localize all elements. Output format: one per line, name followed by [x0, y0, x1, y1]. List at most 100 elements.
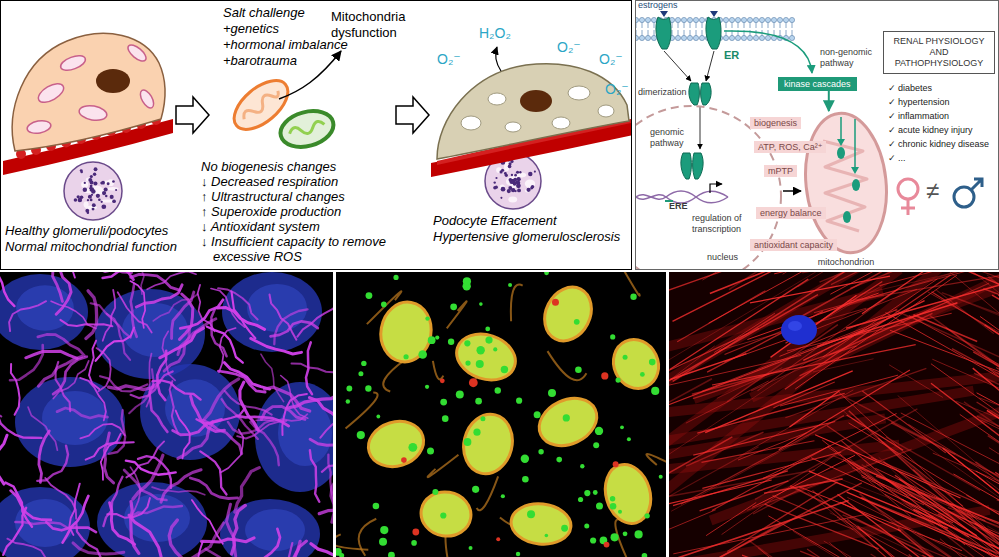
- podocyte-panel: Salt challenge+genetics+hormonal imbalan…: [0, 0, 632, 270]
- decoration: [849, 458, 999, 557]
- decoration: [207, 327, 243, 363]
- decoration: [98, 198, 101, 201]
- decoration: [774, 272, 882, 274]
- decoration: [931, 383, 999, 516]
- decoration: [783, 17, 788, 22]
- decoration: [547, 351, 586, 380]
- male-symbol: [954, 179, 982, 207]
- connector-arrow: [828, 91, 830, 111]
- receptor: [706, 17, 721, 49]
- decoration: [511, 174, 513, 176]
- decoration: [0, 435, 7, 484]
- decoration: [983, 289, 999, 357]
- decoration: [495, 177, 497, 179]
- decoration: [534, 171, 536, 173]
- decoration: [593, 490, 598, 495]
- decoration: [618, 272, 640, 296]
- decoration: [660, 295, 818, 386]
- decoration: [432, 489, 438, 495]
- decoration: [90, 187, 94, 191]
- decoration: [0, 272, 333, 557]
- decoration: [636, 35, 639, 40]
- decoration: [645, 35, 650, 40]
- decoration: [800, 551, 872, 557]
- decoration: [93, 181, 97, 185]
- decoration: [720, 524, 781, 557]
- decoration: [584, 523, 589, 528]
- decoration: [768, 516, 907, 557]
- decoration: [693, 421, 835, 455]
- decoration: [659, 475, 663, 479]
- decoration: [172, 292, 194, 338]
- decoration: [104, 433, 113, 483]
- glomerulus-section: [64, 162, 122, 220]
- decoration: [85, 209, 89, 213]
- decoration: [418, 488, 474, 539]
- decoration: [38, 335, 85, 356]
- decoration: [580, 464, 584, 468]
- decoration: [241, 87, 281, 123]
- decoration: [103, 272, 144, 278]
- decoration: [528, 172, 532, 176]
- decoration: [831, 272, 886, 285]
- decoration: [556, 457, 562, 463]
- decoration: [723, 17, 728, 22]
- label: non-genomic pathway: [820, 47, 880, 69]
- decoration: [601, 372, 608, 379]
- decoration: [59, 53, 88, 73]
- micrograph-strip: [0, 272, 999, 557]
- label: ✓ diabetes: [888, 83, 932, 93]
- decoration: [83, 272, 132, 273]
- decoration: [902, 499, 969, 537]
- decoration: [727, 325, 838, 402]
- decoration: [366, 292, 373, 299]
- label: ↓ Insufficient capacity to remove excess…: [201, 234, 418, 264]
- decoration: [837, 494, 983, 557]
- decoration: [686, 432, 763, 466]
- decoration: [393, 275, 398, 280]
- decoration: [644, 328, 759, 382]
- decoration: [81, 181, 88, 188]
- estrogen: [660, 11, 668, 17]
- block-arrow: [396, 97, 429, 133]
- decoration: [346, 399, 350, 403]
- decoration: [472, 486, 479, 493]
- decoration: [729, 35, 734, 40]
- decoration: [843, 459, 911, 517]
- decoration: [659, 272, 840, 366]
- label: ✓ ...: [888, 153, 906, 163]
- decoration: [3, 508, 26, 555]
- decoration: [56, 272, 71, 314]
- decoration: [251, 338, 302, 354]
- decoration: [494, 181, 496, 183]
- decoration: [837, 139, 859, 174]
- decoration: [636, 17, 639, 22]
- decoration: [931, 364, 999, 486]
- label: H₂O₂: [479, 25, 511, 41]
- decoration: [188, 523, 224, 557]
- decoration: [590, 537, 596, 543]
- decoration: [91, 303, 131, 337]
- label: +hormonal imbalance: [223, 37, 348, 52]
- receptor-dimer: [681, 153, 692, 179]
- decoration: [11, 491, 51, 520]
- decoration: [346, 392, 378, 428]
- decoration: [780, 375, 898, 406]
- decoration: [800, 313, 933, 376]
- ros-arrow: [496, 47, 501, 71]
- decoration: [785, 368, 926, 417]
- decoration: [35, 80, 66, 106]
- label: Normal mitochondrial function: [5, 239, 177, 254]
- decoration: [777, 17, 782, 22]
- decoration: [495, 387, 501, 393]
- decoration: [86, 291, 97, 339]
- decoration: [26, 119, 52, 135]
- decoration: [435, 335, 439, 339]
- node-text: nucleus: [707, 252, 738, 262]
- decoration: [789, 17, 794, 22]
- decoration: [822, 440, 883, 489]
- arrow: [706, 51, 714, 81]
- function-box: ATP, ROS, Ca²⁺: [754, 141, 826, 153]
- decoration: [84, 201, 89, 207]
- decoration: [80, 424, 125, 438]
